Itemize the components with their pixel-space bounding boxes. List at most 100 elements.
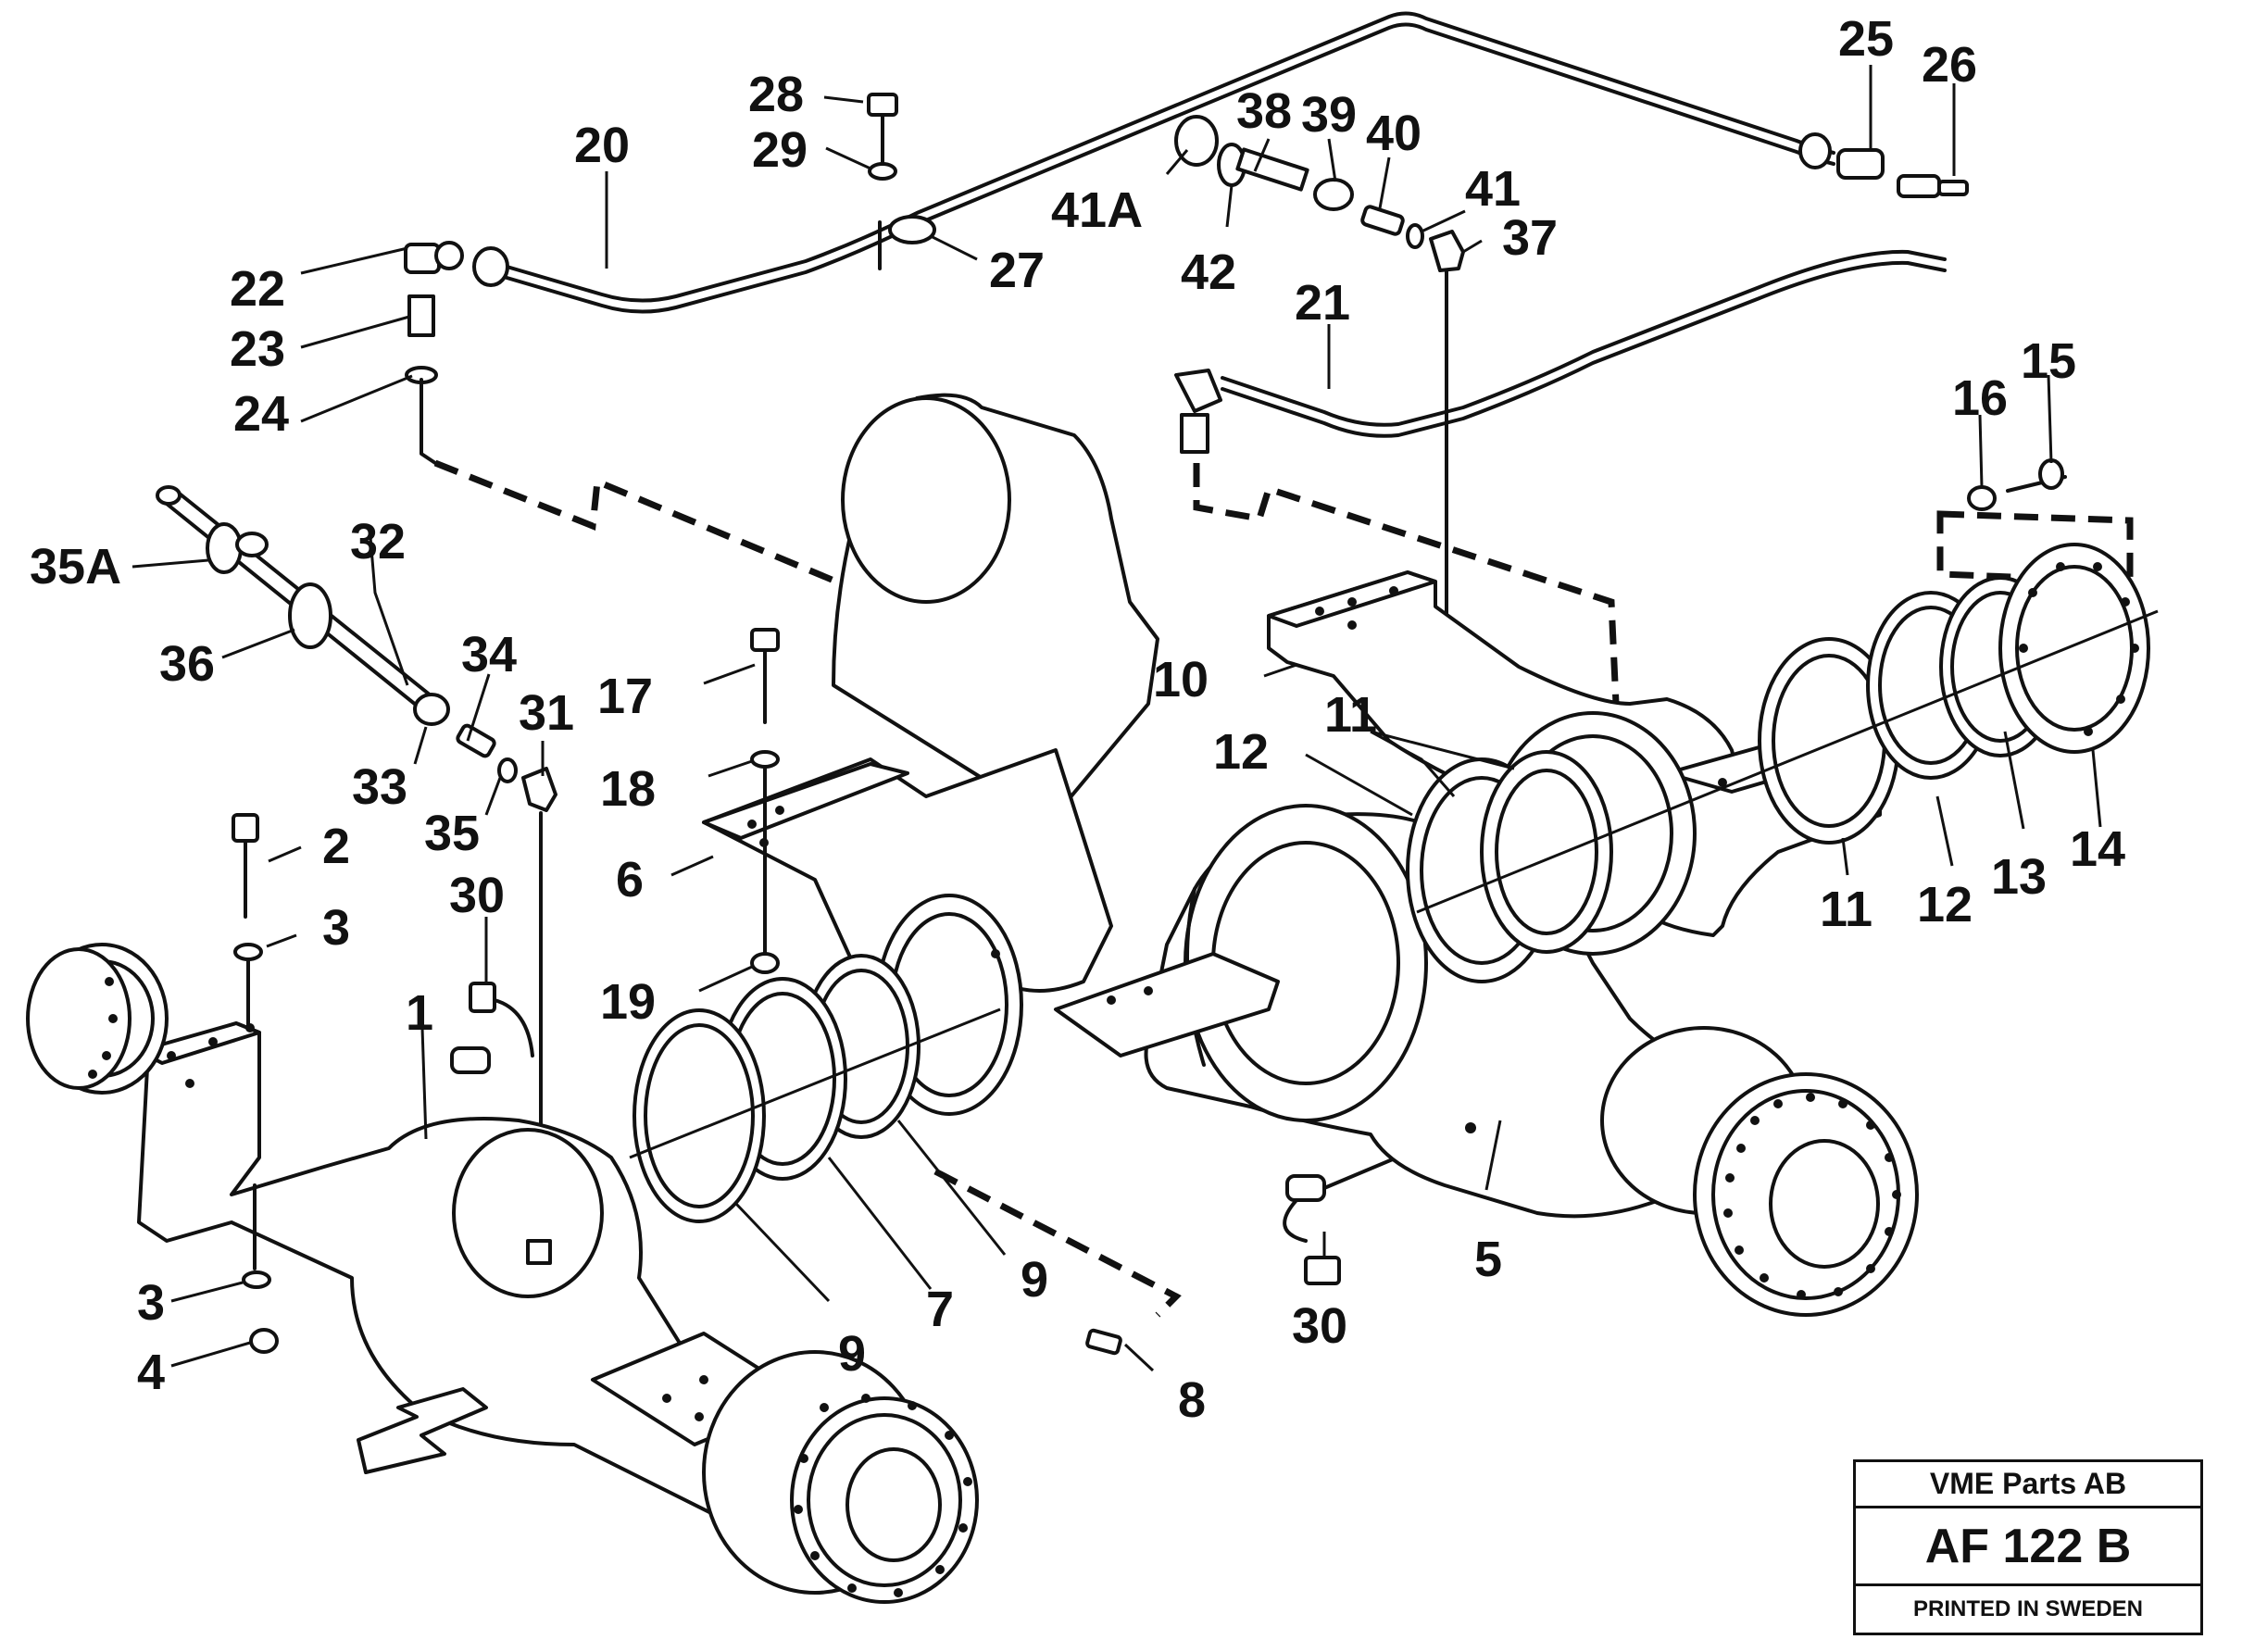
wheel-hub-left-rear [26, 947, 132, 1090]
callout-13: 13 [1991, 849, 2047, 905]
nut-19 [750, 952, 780, 974]
callout-5: 5 [1474, 1232, 1502, 1287]
callout-22: 22 [230, 261, 285, 317]
clamp-36 [288, 582, 332, 649]
callout-28: 28 [748, 67, 804, 122]
center-line-left [629, 1007, 1001, 1159]
callout-35: 35 [424, 806, 480, 861]
wheel-hub-left-front [702, 1350, 979, 1604]
fitting-26 [1897, 174, 1969, 198]
callout-36: 36 [159, 636, 215, 692]
callout-41: 41 [1465, 161, 1521, 217]
callout-24: 24 [233, 386, 289, 442]
callout-7: 7 [926, 1282, 954, 1337]
callout-10: 10 [1153, 652, 1209, 707]
wheel-hub-right [1600, 1026, 1919, 1317]
elbow-fitting-22 [404, 241, 509, 287]
callout-6: 6 [616, 852, 644, 907]
sensor-30-left [450, 982, 534, 1074]
drawing-code: AF 122 B [1856, 1508, 2200, 1586]
callout-1: 1 [406, 985, 433, 1041]
fitting-35a [206, 522, 269, 574]
callout-23: 23 [230, 321, 285, 377]
callout-37: 37 [1502, 210, 1558, 266]
bolt-15 [2006, 458, 2067, 493]
callout-29: 29 [752, 122, 808, 178]
nut-33 [413, 693, 450, 726]
tube-38 [1235, 147, 1309, 192]
callout-9-right: 9 [1021, 1252, 1048, 1308]
nut-39 [1313, 178, 1354, 211]
callout-14: 14 [2070, 821, 2125, 877]
hose-lower-dashed [933, 1168, 1182, 1318]
washer-3-top [233, 943, 263, 961]
callout-41a: 41A [1051, 182, 1143, 238]
washer-3-bottom [242, 1270, 271, 1289]
callout-30-right: 30 [1292, 1298, 1347, 1354]
callout-21: 21 [1295, 275, 1350, 331]
clamp-27 [878, 215, 936, 270]
washer-16 [1967, 485, 1997, 511]
callout-35a: 35A [30, 539, 121, 594]
callout-15: 15 [2021, 333, 2076, 389]
callout-30-left: 30 [449, 868, 505, 923]
callout-labels: 1 2 3 3 4 5 6 7 8 9 9 10 11 11 12 12 13 … [30, 11, 2125, 1428]
center-line-right [1416, 609, 2159, 914]
callout-25: 25 [1838, 11, 1894, 67]
callout-19: 19 [600, 974, 656, 1030]
brake-tube-21 [1221, 249, 1947, 438]
callout-12-top: 12 [1213, 724, 1269, 780]
title-block: VME Parts AB AF 122 B PRINTED IN SWEDEN [1853, 1459, 2203, 1635]
bolt-17 [750, 628, 780, 724]
callout-42: 42 [1181, 244, 1236, 300]
callout-17: 17 [597, 669, 653, 724]
callout-39: 39 [1301, 87, 1357, 143]
callout-3-bottom: 3 [137, 1275, 165, 1331]
callout-9-left: 9 [838, 1326, 866, 1382]
callout-27: 27 [989, 243, 1045, 298]
callout-33: 33 [352, 759, 407, 815]
callout-12-bottom: 12 [1917, 877, 1973, 932]
callout-38: 38 [1236, 83, 1292, 139]
company-name: VME Parts AB [1856, 1462, 2200, 1508]
bolt-2 [232, 813, 259, 919]
callout-4: 4 [137, 1345, 165, 1400]
hose-right-dashed [1193, 463, 1620, 705]
callout-2: 2 [322, 819, 350, 874]
fitting-21-elbow [1174, 369, 1222, 454]
callout-8: 8 [1178, 1372, 1206, 1428]
bearing-ring-12-left [1480, 750, 1613, 954]
printed-note: PRINTED IN SWEDEN [1912, 1596, 2143, 1621]
callout-3-top: 3 [322, 900, 350, 956]
callout-31: 31 [519, 685, 574, 741]
callout-34: 34 [461, 627, 517, 682]
washer-29 [868, 162, 897, 181]
brake-tube-20 [480, 11, 1835, 314]
nipple-40 [1360, 205, 1405, 236]
nut-4 [249, 1328, 279, 1354]
washer-35 [497, 757, 518, 783]
callout-20: 20 [574, 118, 630, 173]
fitting-25 [1798, 132, 1885, 180]
bracket-15-16-dashed [1936, 510, 2134, 585]
callout-18: 18 [600, 761, 656, 817]
callout-11-top: 11 [1324, 687, 1377, 743]
grease-nipple-8 [1085, 1328, 1122, 1356]
leader-lines [132, 65, 2102, 1372]
bolt-28 [867, 93, 898, 164]
callout-26: 26 [1922, 37, 1977, 93]
seal-ring-9-b [633, 1008, 766, 1223]
forward-direction-arrow [357, 1387, 488, 1474]
frame-bracket-6 [702, 393, 1280, 1116]
callout-40: 40 [1366, 106, 1422, 161]
callout-16: 16 [1952, 370, 2008, 426]
washer-41 [1406, 223, 1424, 249]
sensor-port [1465, 1122, 1476, 1133]
callout-11-bottom: 11 [1820, 882, 1873, 937]
cover-14 [1998, 543, 2150, 754]
nipple-34 [456, 723, 496, 758]
callout-32: 32 [350, 514, 406, 569]
nipple-23 [407, 294, 435, 337]
washer-18 [750, 750, 780, 769]
